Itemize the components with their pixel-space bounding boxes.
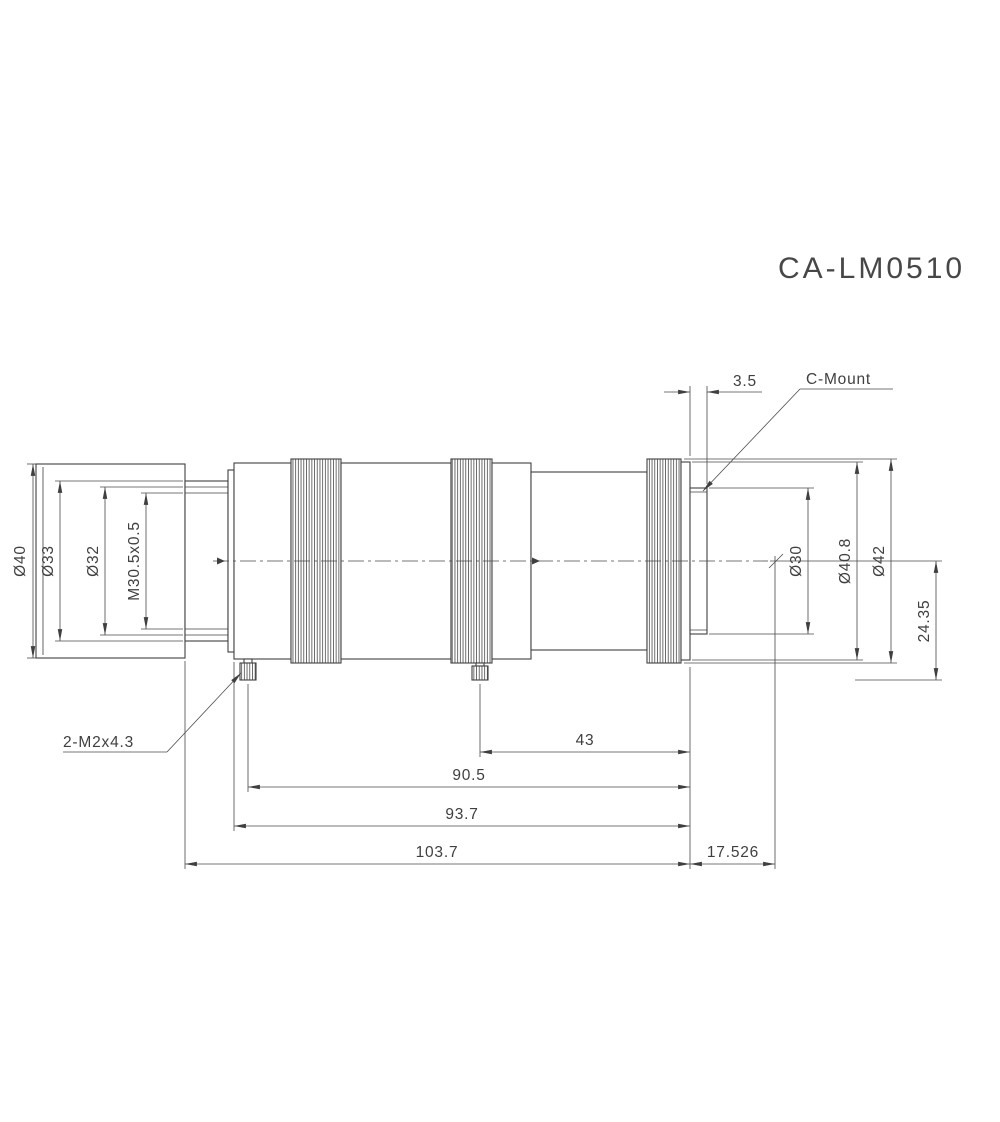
screw1-head xyxy=(239,662,257,681)
dim-label-dia30: Ø30 xyxy=(788,545,805,577)
optical-axis xyxy=(213,553,784,569)
c-mount-label: C-Mount xyxy=(806,371,871,388)
dim-label-dia40-8: Ø40.8 xyxy=(837,538,854,584)
drawing-title: CA-LM0510 xyxy=(778,252,965,285)
screw1-neck xyxy=(243,658,253,664)
screw2-head xyxy=(471,665,489,681)
dim-label-90-5: 90.5 xyxy=(452,767,485,784)
dim-label-43: 43 xyxy=(576,732,595,749)
dim-label-3-5: 3.5 xyxy=(733,373,757,390)
dim-label-dia33: Ø33 xyxy=(40,545,57,577)
dim-label-dia42: Ø42 xyxy=(871,545,888,577)
dim-label-dia40: Ø40 xyxy=(12,545,29,577)
leader-lines xyxy=(63,388,893,753)
extension-lines xyxy=(27,386,942,869)
dimension-lines xyxy=(30,389,939,867)
dim-label-filter-thread: M30.5x0.5 xyxy=(126,521,143,601)
set-screws xyxy=(239,658,489,681)
screw-leader xyxy=(166,672,242,753)
center-mark-2 xyxy=(532,557,540,565)
dim-label-24-35: 24.35 xyxy=(916,600,933,643)
c-mount-leader xyxy=(702,388,801,492)
set-screw-label: 2-M2x4.3 xyxy=(63,734,134,751)
dim-label-103-7: 103.7 xyxy=(416,844,459,861)
dim-label-93-7: 93.7 xyxy=(445,806,478,823)
dim-label-dia32: Ø32 xyxy=(85,545,102,577)
dim-label-17-526: 17.526 xyxy=(707,844,759,861)
center-mark-1 xyxy=(217,557,225,565)
